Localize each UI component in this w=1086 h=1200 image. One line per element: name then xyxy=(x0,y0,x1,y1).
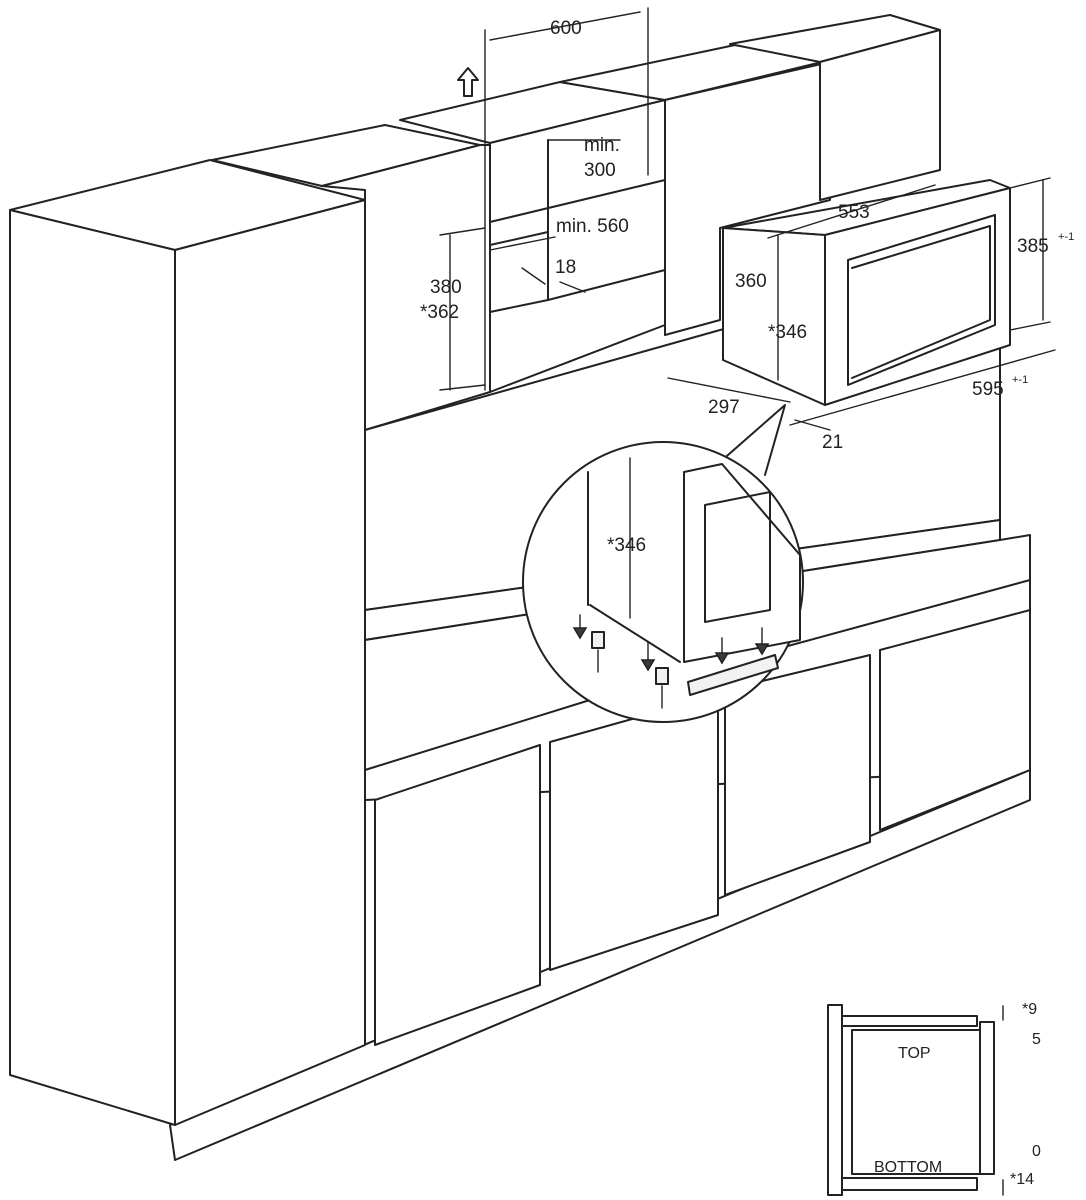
down-arrow-icon-1 xyxy=(572,627,588,640)
side-bottom-rail xyxy=(841,1177,978,1191)
microwave-front xyxy=(824,187,1011,406)
foot-icon-2 xyxy=(655,667,669,685)
label-side-bottom: BOTTOM xyxy=(874,1159,942,1176)
detail-door xyxy=(683,463,801,663)
label-min-300-line1: min. xyxy=(584,135,620,156)
side-section-detail xyxy=(827,1004,1004,1196)
tall-cabinet xyxy=(9,159,366,1126)
lower-door-1 xyxy=(374,744,541,1046)
label-346: *346 xyxy=(768,322,807,343)
microwave-window xyxy=(847,214,996,386)
label-min-300-line2: 300 xyxy=(584,160,616,181)
detail-rail xyxy=(687,654,779,696)
lower-door-4 xyxy=(879,609,1031,831)
dimension-labels: 600 min. 300 min. 560 18 380 *362 553 38… xyxy=(420,18,1074,1188)
down-arrow-icon-4 xyxy=(754,643,770,656)
detail-window xyxy=(704,491,771,623)
lower-door-3 xyxy=(724,654,871,896)
upper-cabinets xyxy=(211,14,941,431)
lower-cabinets xyxy=(169,609,1031,1161)
label-600: 600 xyxy=(550,18,582,39)
tall-cabinet-front xyxy=(174,199,366,1126)
microwave-window-inner xyxy=(851,225,991,379)
label-side-9: *9 xyxy=(1022,1001,1037,1018)
tall-cabinet-side xyxy=(9,209,176,1126)
upper-cabinet-front-c xyxy=(819,29,941,201)
foot-icon-1 xyxy=(591,631,605,649)
label-side-5: 5 xyxy=(1032,1031,1041,1048)
label-min-560: min. 560 xyxy=(556,216,629,237)
label-detail-346: *346 xyxy=(607,535,646,556)
niche-depth xyxy=(489,231,549,246)
microwave xyxy=(722,179,1011,406)
label-side-top: TOP xyxy=(898,1045,931,1062)
label-side-0: 0 xyxy=(1032,1143,1041,1160)
side-top-rail xyxy=(841,1015,978,1027)
label-595-tolerance: +-1 xyxy=(1012,374,1028,386)
label-595: 595 xyxy=(972,379,1004,400)
dimension-lines xyxy=(439,7,1056,431)
up-arrow-icon xyxy=(457,67,479,97)
label-553: 553 xyxy=(838,202,870,223)
niche-box xyxy=(489,99,666,393)
label-side-14: *14 xyxy=(1010,1171,1034,1188)
niche-shelf xyxy=(489,179,666,223)
niche-floor xyxy=(489,299,549,313)
label-362: *362 xyxy=(420,302,459,323)
down-arrow-icon-2 xyxy=(640,659,656,672)
label-360: 360 xyxy=(735,271,767,292)
label-297: 297 xyxy=(708,397,740,418)
label-21: 21 xyxy=(822,432,843,453)
label-385: 385 xyxy=(1017,236,1049,257)
detail-callout xyxy=(522,404,804,723)
down-arrow-icon-3 xyxy=(714,652,730,665)
callout-pointer xyxy=(719,404,786,476)
side-front-panel xyxy=(979,1021,995,1175)
label-385-tolerance: +-1 xyxy=(1058,231,1074,243)
side-wall xyxy=(827,1004,843,1196)
label-380: 380 xyxy=(430,277,462,298)
label-18: 18 xyxy=(555,257,576,278)
